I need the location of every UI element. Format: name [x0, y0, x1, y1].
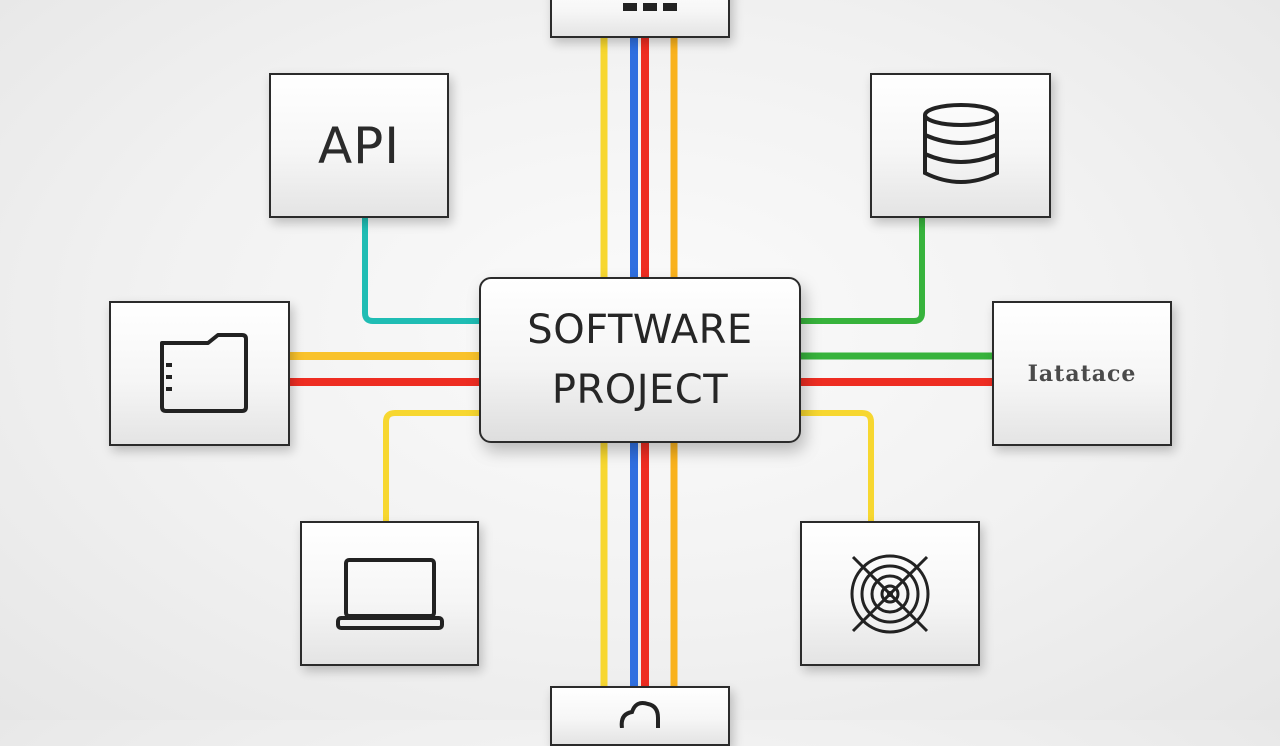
target-node: [800, 521, 980, 666]
api-label: API: [317, 116, 401, 175]
folder-icon: [159, 332, 248, 413]
iatatace-node: Iatatace: [992, 301, 1172, 446]
center-title-line1: SOFTWARE: [527, 307, 753, 353]
wire-laptop-yellow: [383, 410, 480, 522]
top-node: [550, 0, 730, 38]
software-project-node: SOFTWARE PROJECT: [479, 277, 801, 443]
connection-lines: [289, 38, 993, 690]
target-icon: [850, 554, 930, 633]
laptop-icon: [335, 557, 444, 630]
database-icon: [922, 102, 999, 184]
iatatace-label: Iatatace: [1027, 360, 1137, 387]
server-rack-icon: [623, 3, 677, 11]
cloud-icon: [619, 701, 660, 728]
wire-api-teal: [362, 217, 480, 324]
wire-target-yellow: [800, 410, 874, 522]
api-node: API: [269, 73, 449, 218]
wire-database-green: [800, 217, 925, 324]
laptop-node: [300, 521, 479, 666]
folder-node: [109, 301, 290, 446]
bottom-node: [550, 686, 730, 746]
database-node: [870, 73, 1051, 218]
center-title-line2: PROJECT: [551, 367, 729, 413]
